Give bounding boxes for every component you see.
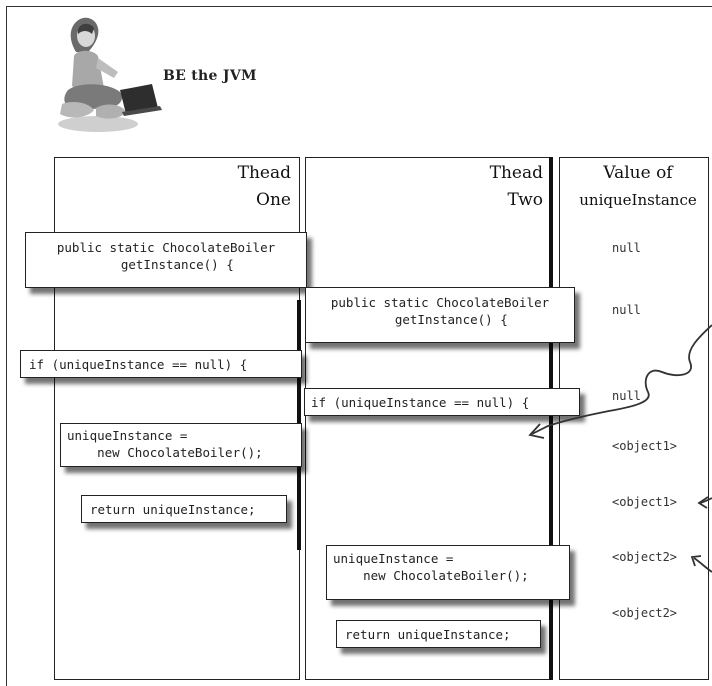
thread-one-return: return uniqueInstance; — [81, 495, 287, 523]
thread-one-if-check: if (uniqueInstance == null) { — [20, 350, 302, 378]
value-row: <object1> — [612, 439, 678, 453]
value-row: null — [612, 241, 641, 255]
thread-two-method-decl: public static ChocolateBoiler getInstanc… — [305, 287, 575, 343]
value-row: null — [612, 303, 641, 317]
thread-one-method-decl: public static ChocolateBoiler getInstanc… — [25, 232, 307, 288]
thread-two-edge-thick — [549, 157, 553, 680]
thread-one-assign: uniqueInstance = new ChocolateBoiler(); — [60, 423, 302, 467]
thread-one-heading-line2: One — [256, 190, 291, 210]
value-heading: Value of uniqueInstance — [560, 160, 708, 214]
value-column: Value of uniqueInstance — [559, 157, 709, 680]
thread-two-column: Thead Two — [305, 157, 552, 680]
thread-two-heading-line2: Two — [507, 190, 543, 210]
value-row: <object2> — [612, 606, 678, 620]
value-row: <object1> — [612, 495, 678, 509]
meditating-person-illustration — [58, 17, 162, 132]
thread-two-heading-line1: Thead — [489, 163, 543, 183]
thread-two-if-check: if (uniqueInstance == null) { — [304, 388, 580, 416]
value-row: null — [612, 389, 641, 403]
value-row: <object2> — [612, 550, 678, 564]
thread-one-heading-line1: Thead — [237, 163, 291, 183]
thread-two-assign: uniqueInstance = new ChocolateBoiler(); — [326, 545, 570, 600]
exercise-frame — [6, 6, 712, 686]
thread-two-heading: Thead Two — [490, 160, 543, 214]
exercise-title: BE the JVM — [163, 68, 257, 84]
value-heading-line1: Value of — [603, 163, 673, 183]
thread-two-return: return uniqueInstance; — [336, 620, 541, 648]
value-heading-line2: uniqueInstance — [579, 191, 697, 209]
thread-one-heading: Thead One — [238, 160, 291, 214]
